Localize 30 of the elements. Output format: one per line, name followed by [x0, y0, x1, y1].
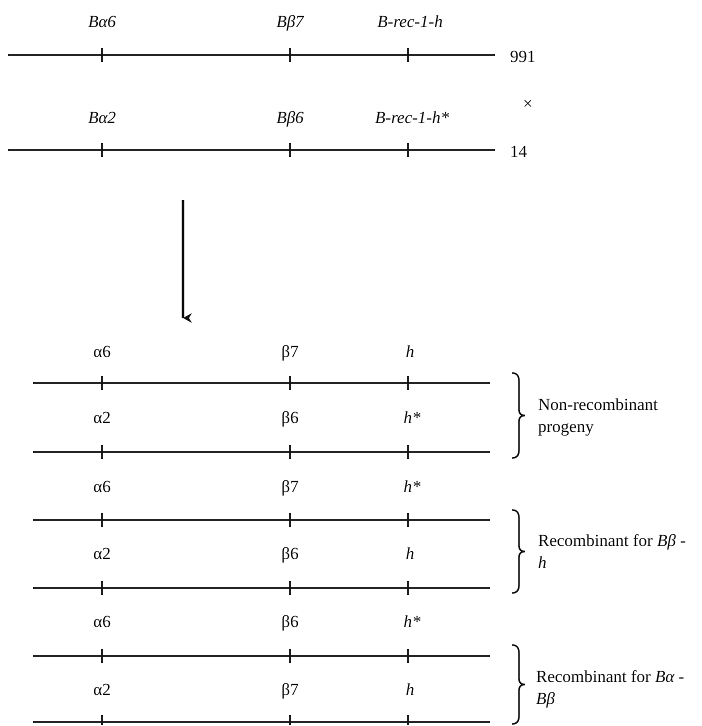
gene-label: Bβ6: [276, 108, 304, 128]
gene-label: β6: [281, 544, 299, 564]
gene-label: α2: [93, 680, 111, 700]
bracket-note: Recombinant for Bβ -h: [538, 530, 687, 574]
gene-label: h: [406, 680, 414, 700]
gene-label: B-rec-1-h*: [375, 108, 449, 128]
gene-label: Bα2: [88, 108, 116, 128]
bracket-note: Recombinant for Bα -Bβ: [536, 666, 686, 710]
gene-label: h*: [404, 477, 420, 497]
gene-label: α6: [93, 342, 111, 362]
gene-label: β7: [281, 477, 299, 497]
gene-label: h: [406, 544, 414, 564]
gene-label: α6: [93, 612, 111, 632]
cross-label: ×: [523, 94, 533, 114]
gene-label: β7: [281, 342, 299, 362]
gene-label: α2: [93, 544, 111, 564]
gene-label: h: [406, 342, 414, 362]
cross-label: 14: [510, 142, 527, 162]
gene-label: α2: [93, 408, 111, 428]
gene-label: β7: [281, 680, 299, 700]
gene-label: B-rec-1-h: [377, 12, 443, 32]
gene-label: h*: [404, 612, 420, 632]
gene-label: Bα6: [88, 12, 116, 32]
cross-label: 991: [510, 47, 536, 67]
gene-label: β6: [281, 408, 299, 428]
gene-label: h*: [404, 408, 420, 428]
gene-label: β6: [281, 612, 299, 632]
gene-label: Bβ7: [276, 12, 304, 32]
gene-label: α6: [93, 477, 111, 497]
bracket-note: Non-recombinant progeny: [538, 394, 659, 438]
